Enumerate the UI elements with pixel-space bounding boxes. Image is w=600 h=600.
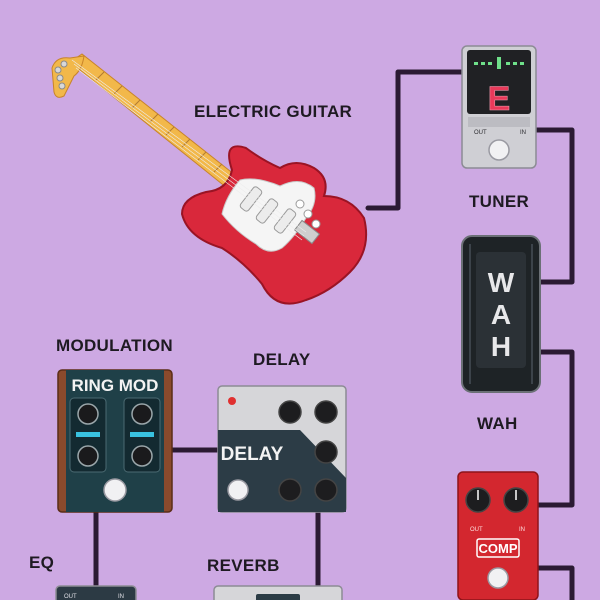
- cable-wah-to-comp: [533, 349, 575, 508]
- cable-guitar-to-tuner: [365, 69, 465, 211]
- tuner-in-label: IN: [520, 130, 526, 136]
- tuner-note-display: E: [488, 80, 511, 118]
- ring-mod-pedal[interactable]: [57, 369, 173, 513]
- label-modulation: MODULATION: [56, 336, 173, 355]
- delay-pedal[interactable]: [217, 385, 347, 513]
- delay-footswitch: [227, 479, 249, 501]
- label-eq: EQ: [29, 553, 55, 572]
- comp-in-label: IN: [519, 527, 525, 533]
- label-electric-guitar: ELECTRIC GUITAR: [194, 102, 353, 121]
- wah-letter-a: A: [491, 299, 511, 330]
- tuner-pedal[interactable]: [461, 45, 537, 169]
- tuner-footswitch: [488, 139, 510, 161]
- eq-in-label: IN: [118, 594, 124, 600]
- tuner-out-label: OUT: [474, 130, 487, 136]
- wah-letter-h: H: [491, 331, 511, 362]
- cable-tuner-to-wah: [533, 127, 575, 285]
- eq-pedal[interactable]: [55, 585, 137, 600]
- ring-mod-footswitch: [103, 478, 127, 502]
- comp-title: COMP: [479, 541, 518, 556]
- wah-pedal[interactable]: [461, 235, 541, 393]
- label-delay: DELAY: [253, 350, 311, 369]
- reverb-pedal[interactable]: [213, 585, 343, 600]
- label-reverb: REVERB: [207, 556, 280, 575]
- comp-out-label: OUT: [470, 527, 483, 533]
- comp-pedal[interactable]: [457, 471, 539, 600]
- eq-out-label: OUT: [64, 594, 77, 600]
- ring-mod-title: RING MOD: [72, 376, 159, 395]
- cable-lines: [93, 69, 575, 600]
- label-tuner: TUNER: [469, 192, 530, 211]
- cable-comp-out: [533, 565, 575, 600]
- delay-title: DELAY: [221, 444, 284, 465]
- comp-footswitch: [487, 567, 509, 589]
- wah-letter-w: W: [488, 267, 515, 298]
- electric-guitar-illustration: [51, 53, 368, 305]
- label-wah: WAH: [477, 414, 518, 433]
